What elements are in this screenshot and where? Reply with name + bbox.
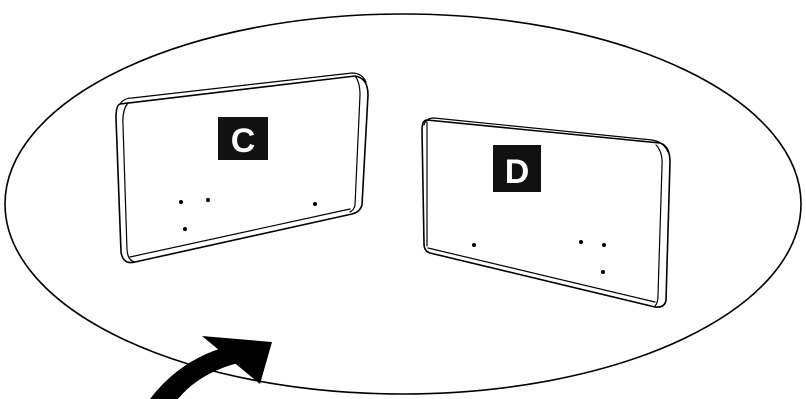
panel-c-top-edge <box>119 72 367 105</box>
panel-d-label: D <box>505 153 530 191</box>
curved-arrow-icon <box>150 336 272 399</box>
curved-arrow-shaft <box>150 345 242 399</box>
panel-d-body <box>421 119 671 308</box>
panel-c-left-edge <box>122 102 136 263</box>
panel-d-bottom-edge <box>427 247 656 303</box>
panel-c-bottom-edge <box>129 208 351 258</box>
panel-c-hole <box>313 202 317 206</box>
curved-arrow-head <box>202 336 272 384</box>
panel-d-hole <box>472 243 476 247</box>
panel-d-label-box <box>493 145 541 192</box>
panel-d-hole <box>601 270 605 274</box>
panel-d-hole <box>579 240 583 244</box>
panel-d-top-edge <box>423 117 669 153</box>
panel-c-right-edge <box>349 75 361 213</box>
panel-c-hole <box>206 198 210 202</box>
panel-c-hole <box>179 200 183 204</box>
panel-c-hole <box>183 227 187 231</box>
panel-c-label: C <box>231 122 256 160</box>
panel-c: C <box>115 72 369 264</box>
panel-d: D <box>421 117 671 308</box>
panel-d-right-edge <box>654 144 663 307</box>
panel-d-hole <box>602 243 606 247</box>
panel-c-label-box <box>218 117 268 160</box>
panel-c-body <box>115 75 369 264</box>
